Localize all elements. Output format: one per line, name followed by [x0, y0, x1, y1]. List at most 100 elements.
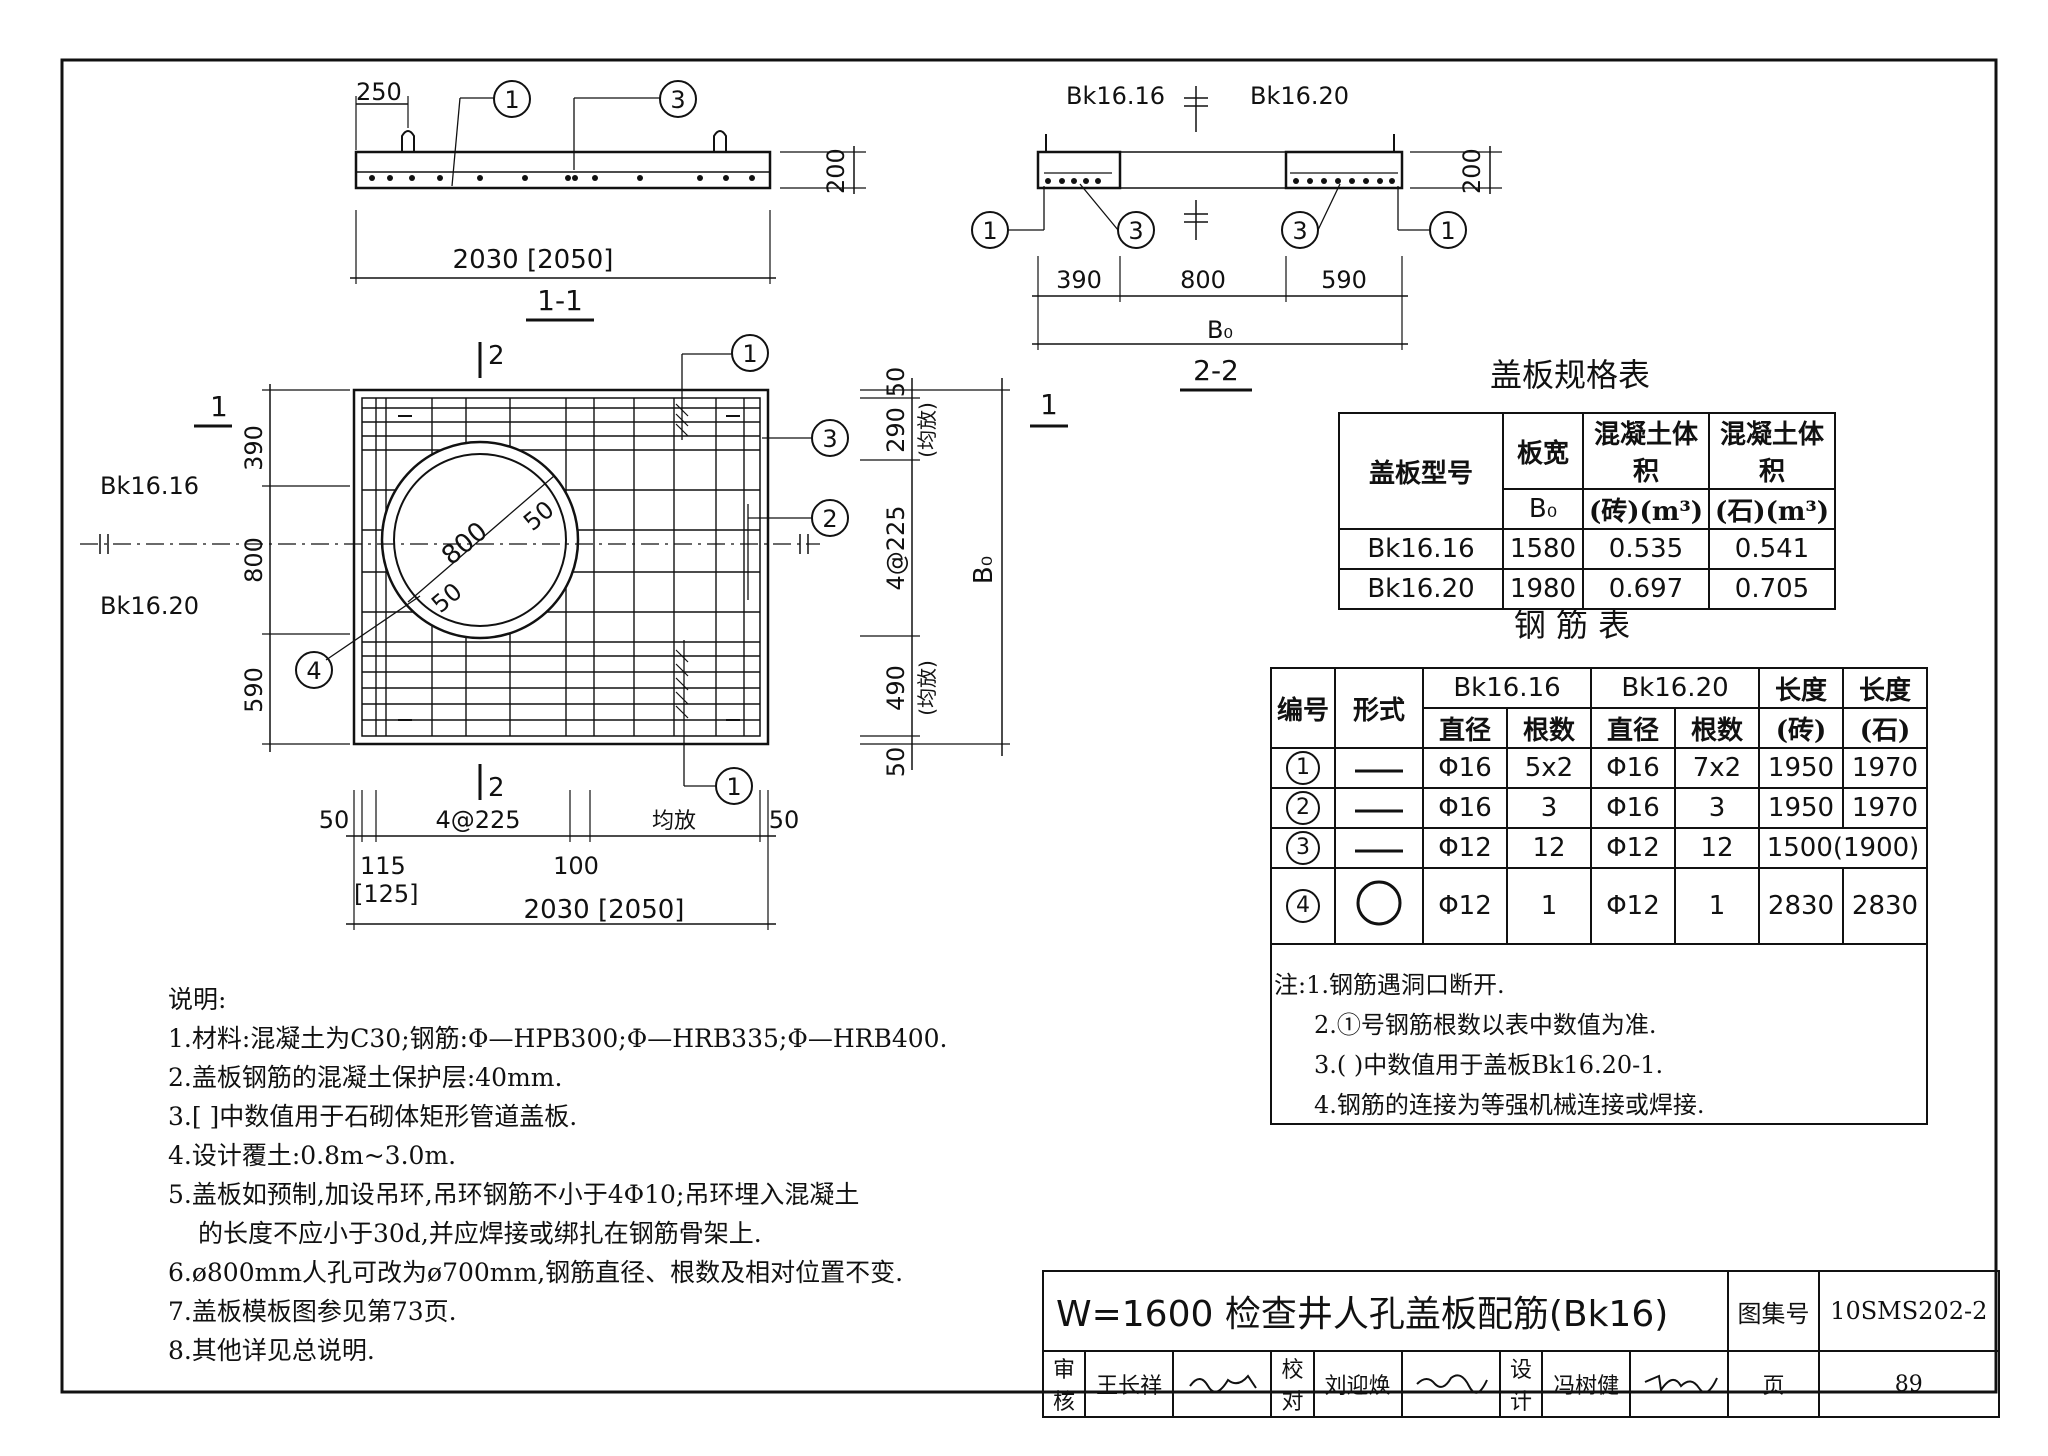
bar-no-3: 3	[1286, 831, 1320, 865]
table-notes: 注:1.钢筋遇洞口断开. 2.①号钢筋根数以表中数值为准. 3.( )中数值用于…	[1274, 965, 1894, 1125]
plan-label-bk1616: Bk16.16	[100, 472, 199, 500]
spec-h-model: 盖板型号	[1338, 412, 1504, 530]
cut-1-right: 1	[1040, 388, 1058, 421]
bar-form-straight	[1334, 827, 1424, 869]
spec-cell: 0.535	[1582, 528, 1710, 570]
general-notes: 说明: 1.材料:混凝土为C30;钢筋:Φ—HPB300;Φ—HRB335;Φ—…	[168, 980, 1008, 1370]
dim-bot-125: [125]	[354, 880, 419, 908]
dim-390-s22: 390	[1056, 266, 1102, 294]
spec-cell: Bk16.16	[1338, 528, 1504, 570]
s22-label-bk1620: Bk16.20	[1250, 82, 1349, 110]
design-signature	[1629, 1350, 1730, 1418]
page-label: 页	[1727, 1350, 1820, 1418]
plan-view: 800 50 50 Bk16.16 Bk16.20 1 1 2 2 390 80…	[80, 334, 1068, 930]
dim-200-s11: 200	[822, 148, 850, 194]
s22-slab-left	[1036, 150, 1122, 190]
bar-cell: Φ16	[1422, 747, 1508, 789]
table-row: 4 Φ12 1 Φ12 1 2830 2830	[1270, 867, 1928, 945]
bar-no-cell: 3	[1270, 827, 1336, 869]
s22-callout-3-right: 3	[1292, 217, 1307, 245]
plan-callout-1-top: 1	[742, 340, 757, 368]
dim-bot-115: 115	[360, 852, 406, 880]
plan-callout-2: 2	[822, 505, 837, 533]
section-1-1: 250 200 2030 [2050] 1-1 1 3	[350, 78, 866, 322]
plan-callout-4: 4	[306, 657, 321, 685]
spec-h-vol-stone-unit: (石)(m³)	[1708, 488, 1836, 530]
cut-2-top: 2	[488, 341, 505, 371]
s22-callout-1-left: 1	[982, 217, 997, 245]
plan-label-bk1620: Bk16.20	[100, 592, 199, 620]
bar-cell: 12	[1506, 827, 1592, 869]
plan-outline	[352, 388, 770, 746]
bar-no-1: 1	[1286, 751, 1320, 785]
bar-no-cell: 2	[1270, 787, 1336, 829]
note-item: 5.盖板如预制,加设吊环,吊环钢筋不小于4Φ10;吊环埋入混凝土	[168, 1180, 860, 1209]
bar-cell: Φ12	[1422, 827, 1508, 869]
s22-label-bk1616: Bk16.16	[1066, 82, 1165, 110]
atlas-label: 图集号	[1727, 1270, 1820, 1352]
bar-cell: 5x2	[1506, 747, 1592, 789]
dim-590-s22: 590	[1321, 266, 1367, 294]
spec-cell: 0.697	[1582, 568, 1710, 610]
s22-callout-1-right: 1	[1440, 217, 1455, 245]
section-1-1-slab	[354, 150, 772, 190]
atlas-number: 10SMS202-2	[1817, 1270, 2001, 1352]
bar-h-bk1616: Bk16.16	[1422, 667, 1592, 709]
section-1-1-title: 1-1	[537, 284, 583, 317]
table-note: 2.①号钢筋根数以表中数值为准.	[1314, 1011, 1657, 1039]
drawing-frame	[60, 58, 1998, 1394]
bar-no-cell: 4	[1270, 867, 1336, 945]
spec-cell: 0.705	[1708, 568, 1836, 610]
dim-right-290: 290	[882, 407, 910, 453]
dim-right-4at225: 4@225	[882, 505, 910, 590]
bar-cell: 1950	[1758, 747, 1844, 789]
s22-callout-3-left: 3	[1128, 217, 1143, 245]
dim-250: 250	[356, 78, 402, 106]
bar-cell: 12	[1674, 827, 1760, 869]
bar-form-ring	[1334, 867, 1424, 945]
table-note: 注:1.钢筋遇洞口断开.	[1274, 971, 1505, 999]
table-note: 4.钢筋的连接为等强机械连接或焊接.	[1314, 1091, 1705, 1119]
plan-callout-1-bottom: 1	[726, 773, 741, 801]
dim-left-390: 390	[240, 425, 268, 471]
dim-right-490: 490	[882, 665, 910, 711]
bar-form-straight	[1334, 787, 1424, 829]
spec-h-width: 板宽	[1502, 412, 1584, 490]
bar-cell: 7x2	[1674, 747, 1760, 789]
bar-table-title: 钢 筋 表	[1514, 606, 1630, 644]
spec-h-vol-brick-unit: (砖)(m³)	[1582, 488, 1710, 530]
bar-table: 编号 形式 Bk16.16 Bk16.20 长度 长度 直径 根数 直径 根数 …	[1270, 667, 1928, 1125]
bar-cell: 1	[1506, 867, 1592, 945]
bar-h-count-2: 根数	[1674, 707, 1760, 749]
callout-1-s11: 1	[504, 86, 519, 114]
bar-h-len-stone-sub: (石)	[1842, 707, 1928, 749]
spec-table-title: 盖板规格表	[1490, 356, 1650, 394]
dim-right-290-note: (均放)	[915, 402, 939, 458]
bar-cell: 3	[1506, 787, 1592, 829]
design-label: 设计	[1498, 1350, 1543, 1418]
bar-cell: Φ16	[1590, 747, 1676, 789]
review-signature	[1172, 1350, 1273, 1418]
note-item: 4.设计覆土:0.8m~3.0m.	[168, 1141, 457, 1170]
dim-right-490-note: (均放)	[915, 660, 939, 716]
table-row: 3 Φ12 12 Φ12 12 1500(1900)	[1270, 827, 1928, 869]
table-notes-cell	[1270, 943, 1928, 1125]
dim-B0-s22: B₀	[1207, 316, 1233, 344]
bar-h-len-brick-sub: (砖)	[1758, 707, 1844, 749]
bar-cell: 1950	[1758, 787, 1844, 829]
section-1-1-rebar-dots	[369, 175, 755, 181]
dim-bot-50-right: 50	[769, 806, 800, 834]
lifting-hook-left	[401, 130, 415, 152]
spec-cell: 1980	[1502, 568, 1584, 610]
notes-title: 说明:	[168, 985, 227, 1014]
table-row: 2 Φ16 3 Φ16 3 1950 1970	[1270, 787, 1928, 829]
bar-h-no: 编号	[1270, 667, 1336, 749]
review-name: 王长祥	[1084, 1350, 1175, 1418]
spec-h-vol-stone: 混凝土体积	[1708, 412, 1836, 490]
spec-h-vol-brick: 混凝土体积	[1582, 412, 1710, 490]
design-name: 冯树健	[1540, 1350, 1632, 1418]
bar-cell: 1970	[1842, 787, 1928, 829]
check-signature	[1400, 1350, 1501, 1418]
spec-cell: 0.541	[1708, 528, 1836, 570]
